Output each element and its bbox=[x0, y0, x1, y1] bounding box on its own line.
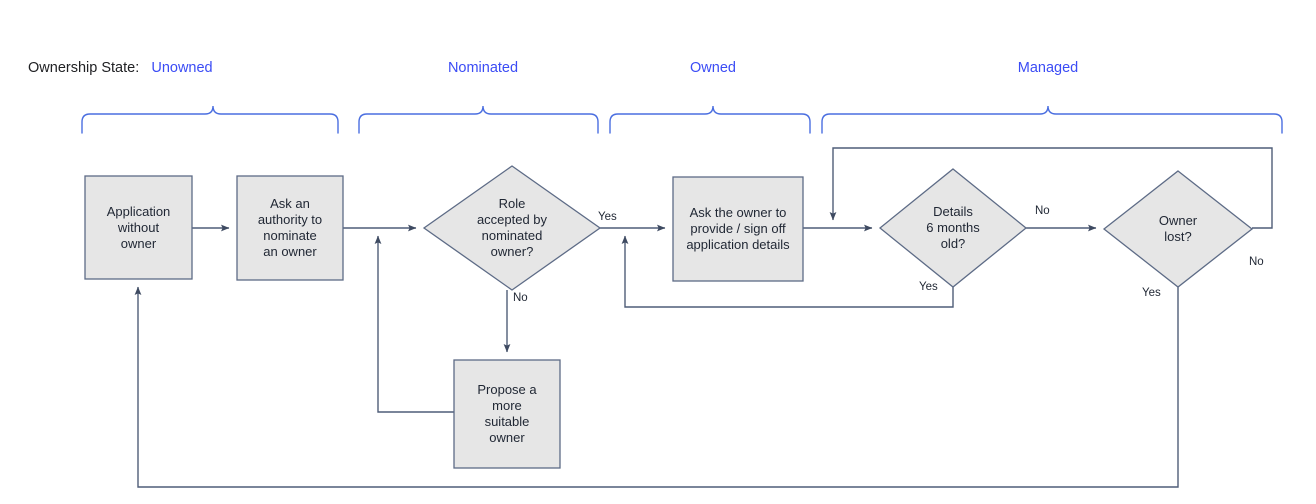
node-application-without-owner[interactable] bbox=[84, 175, 193, 280]
brace-managed bbox=[821, 105, 1283, 134]
edge-owner-lost-yes-loop bbox=[134, 286, 1179, 488]
edge-label-role-no: No bbox=[513, 292, 528, 304]
edge-label-details-no: No bbox=[1035, 205, 1050, 217]
state-label-managed: Managed bbox=[1017, 60, 1079, 76]
brace-nominated bbox=[358, 105, 599, 134]
state-label-nominated: Nominated bbox=[447, 60, 519, 76]
state-label-unowned: Unowned bbox=[151, 60, 213, 76]
brace-owned bbox=[609, 105, 811, 134]
brace-unowned bbox=[81, 105, 339, 134]
edge-label-owner-lost-no: No bbox=[1249, 256, 1264, 268]
node-details-6-months-decision[interactable] bbox=[878, 168, 1028, 288]
flow-edges bbox=[134, 147, 1273, 488]
edge-label-owner-lost-yes: Yes bbox=[1142, 287, 1161, 299]
edge-details-yes-loop bbox=[621, 235, 954, 308]
edge-owner-lost-no-loop bbox=[829, 147, 1273, 229]
node-owner-lost-decision[interactable] bbox=[1102, 170, 1254, 288]
state-braces bbox=[81, 105, 1283, 134]
flow-nodes bbox=[84, 165, 1254, 469]
edge-label-role-yes: Yes bbox=[598, 211, 617, 223]
edge-label-details-yes: Yes bbox=[919, 281, 938, 293]
edge-propose-to-role-loop bbox=[374, 235, 454, 413]
node-role-accepted-decision[interactable] bbox=[422, 165, 602, 291]
node-ask-authority-to-nominate[interactable] bbox=[236, 175, 344, 281]
node-ask-owner-provide-details[interactable] bbox=[672, 176, 804, 282]
node-propose-more-suitable-owner[interactable] bbox=[453, 359, 561, 469]
ownership-state-caption: Ownership State: bbox=[28, 60, 140, 76]
state-label-owned: Owned bbox=[690, 60, 736, 76]
